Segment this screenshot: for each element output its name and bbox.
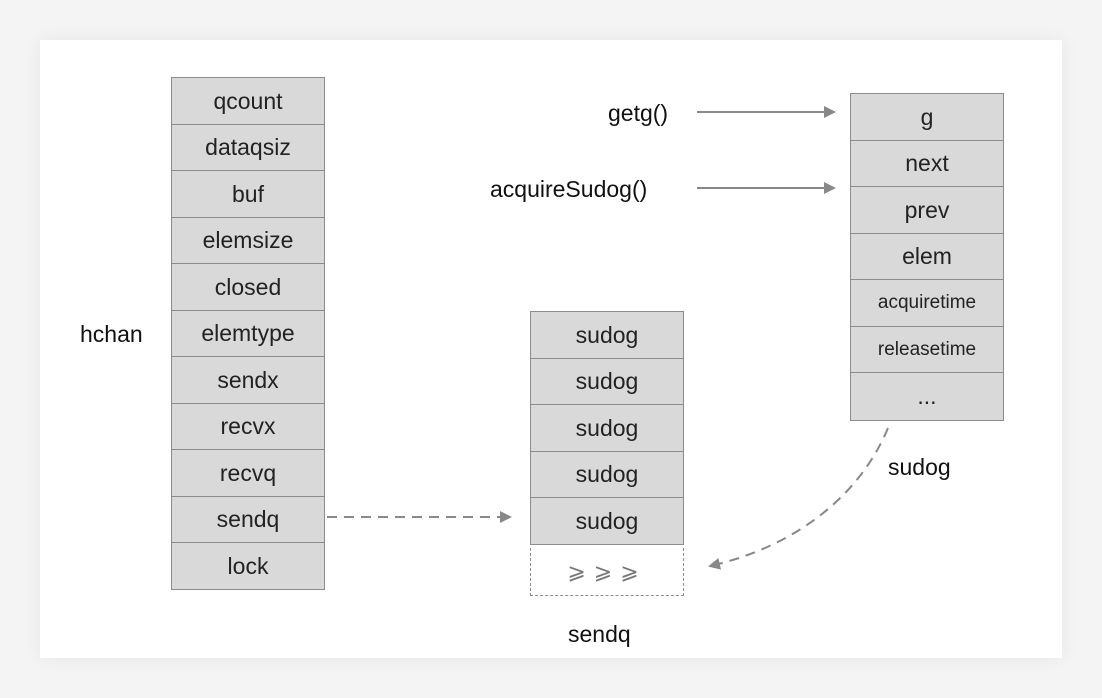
hchan-field-sendq: sendq — [171, 495, 325, 544]
hchan-field-buf: buf — [171, 170, 325, 218]
hchan-field-recvq: recvq — [171, 449, 325, 497]
queue-tail-continuation: ⩾⩾⩾ — [530, 548, 684, 596]
sendq-item-sudog-1: sudog — [530, 311, 684, 359]
sendq-item-sudog-4: sudog — [530, 450, 684, 499]
sudog-enqueue-arrow — [708, 427, 889, 570]
sendq-item-sudog-3: sudog — [530, 404, 684, 452]
hchan-field-sendx: sendx — [171, 356, 325, 404]
sendq-label: sendq — [568, 621, 631, 647]
sudog-field-g: g — [850, 93, 1004, 141]
sudog-field-next: next — [850, 139, 1004, 188]
hchan-field-qcount: qcount — [171, 77, 325, 125]
sudog-field-elem: elem — [850, 232, 1004, 281]
acquire-sudog-call-label: acquireSudog() — [490, 176, 648, 202]
sudog-label: sudog — [888, 454, 951, 480]
sudog-field-prev: prev — [850, 186, 1004, 234]
sudog-field-releasetime: releasetime — [850, 325, 1004, 374]
hchan-field-elemtype: elemtype — [171, 309, 325, 358]
hchan-field-elemsize: elemsize — [171, 216, 325, 265]
hchan-label: hchan — [80, 321, 143, 347]
sudog-field-acquiretime: acquiretime — [850, 279, 1004, 327]
hchan-field-recvx: recvx — [171, 402, 325, 451]
getg-call-label: getg() — [608, 100, 669, 126]
hchan-field-lock: lock — [171, 542, 325, 590]
hchan-field-dataqsiz: dataqsiz — [171, 123, 325, 172]
sendq-item-sudog-2: sudog — [530, 357, 684, 406]
sendq-item-sudog-5: sudog — [530, 497, 684, 545]
sudog-field-more: ... — [850, 372, 1004, 421]
hchan-field-closed: closed — [171, 263, 325, 311]
